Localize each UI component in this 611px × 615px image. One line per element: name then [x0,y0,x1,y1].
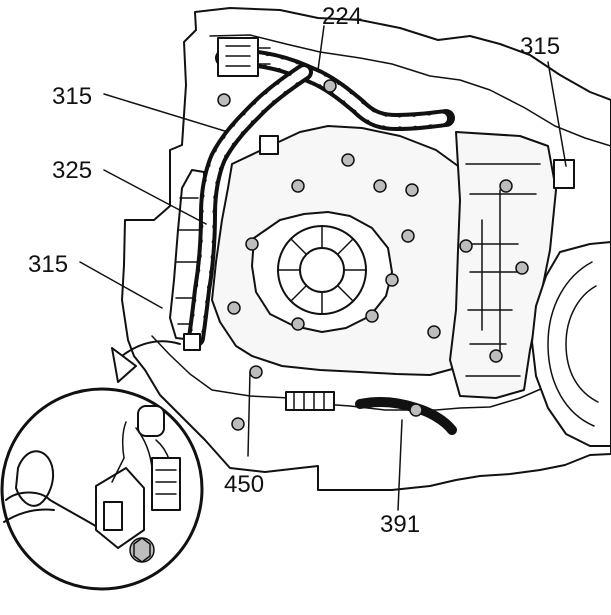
label-224: 224 [322,3,362,30]
detail-arrow-line [121,340,181,357]
leader-450 [247,371,251,457]
detail-terminal [103,501,123,531]
harness-lower-lead [355,396,457,435]
central-hub-inner [299,247,345,293]
label-315-left-upper: 315 [52,83,92,110]
drum-outer [531,241,611,447]
connector-315-right [553,159,575,189]
label-325: 325 [52,157,92,184]
leader-315-left-upper [103,93,229,133]
connector-391 [285,391,335,411]
channel-plate-right [449,131,557,399]
label-391: 391 [380,511,420,538]
harness-left-wrap [191,67,309,343]
detail-bracket [151,457,181,511]
leader-224 [317,25,325,71]
connector-315-upper [259,135,279,155]
main-connector-details [225,45,271,67]
channel-lines-right [465,163,541,377]
housing-inner-edge [209,34,611,147]
detail-wires [111,421,175,493]
leader-391 [397,419,403,511]
label-450: 450 [224,471,264,498]
leader-325 [103,169,207,225]
drum-rings [547,261,599,427]
central-spokes [277,225,367,315]
harness-upper-wrap [219,52,451,128]
connector-391-details [293,391,325,411]
left-rail-details [175,197,203,325]
detail-bracket-lines [155,469,177,495]
housing-outline [121,7,611,491]
main-connector [217,37,259,77]
label-315-left-lower: 315 [28,251,68,278]
label-315-right: 315 [520,33,560,60]
leader-315-right [547,61,567,167]
connector-315-lower [183,333,201,351]
detail-plug [137,405,165,437]
detail-arrow-head [111,347,137,383]
detail-bolt-hex [133,537,151,563]
bolt-heads [217,79,529,431]
leader-315-left-lower [79,261,163,309]
